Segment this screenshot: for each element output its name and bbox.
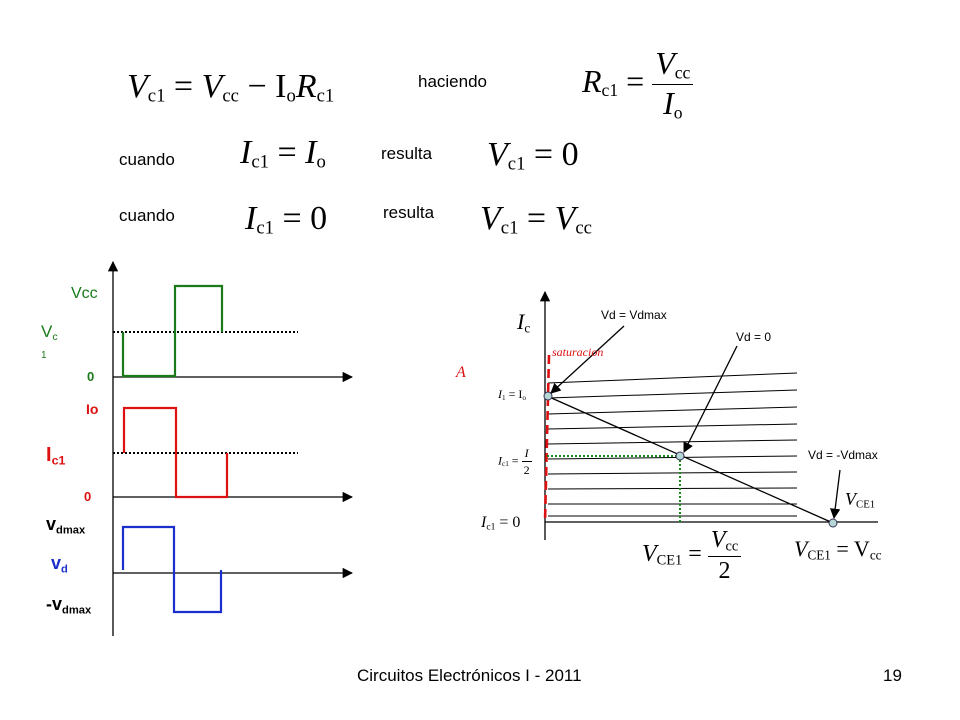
characteristic-curve-family <box>547 372 798 517</box>
equation-rc1: Rc1 = Vcc Io <box>582 47 694 122</box>
text-haciendo: haciendo <box>418 72 488 91</box>
label-a: A <box>456 364 466 381</box>
label-vce-vcc: VCE1 = Vcc <box>794 536 882 563</box>
label-ic1-zero: Ic1 = 0 <box>481 514 521 533</box>
label-ic1: Ic1 <box>46 444 66 468</box>
label-vc1-index: 1 <box>41 350 47 361</box>
callout-neg-vdmax: Vd = -Vdmax <box>808 448 878 462</box>
label-vd: vd <box>51 553 68 576</box>
axis-label-ic: Ic <box>517 309 531 336</box>
label-saturacion: saturacion <box>552 345 604 359</box>
waveform-vc1 <box>121 284 224 378</box>
text-cuando-1: cuando <box>119 150 175 169</box>
callout-arrow-zero <box>683 345 738 453</box>
label-neg-vdmax: -vdmax <box>46 594 92 617</box>
equation-ic1-zero: Ic1 = 0 <box>245 200 328 239</box>
label-zero-vc1: 0 <box>87 369 95 384</box>
label-vce-half: VCE1 = Vcc 2 <box>642 528 742 583</box>
label-vc1: Vc <box>41 322 58 344</box>
footer-page-number: 19 <box>883 666 902 685</box>
text-cuando-2: cuando <box>119 206 175 225</box>
equation-vc1: Vc1 = Vcc − IoRc1 <box>127 68 335 107</box>
callout-vdmax: Vd = Vdmax <box>601 308 667 322</box>
label-i1-io: I1 = Io <box>498 387 526 402</box>
label-vcc: Vcc <box>71 285 98 302</box>
label-io: Io <box>86 401 99 417</box>
load-line <box>546 395 834 524</box>
waveform-vd <box>121 525 223 614</box>
label-zero-ic1: 0 <box>84 489 92 504</box>
point-cutoff <box>828 518 838 528</box>
equation-vc1-vcc: Vc1 = Vcc <box>480 200 592 239</box>
label-vdmax: vdmax <box>46 514 86 537</box>
text-resulta-2: resulta <box>383 203 435 222</box>
point-q <box>675 451 685 461</box>
equation-ic1-io: Ic1 = Io <box>240 134 326 173</box>
footer-course: Circuitos Electrónicos I - 2011 <box>357 666 582 685</box>
equation-vc1-zero: Vc1 = 0 <box>487 136 579 175</box>
point-saturation <box>543 391 553 401</box>
label-ic1-half: Ic1 = I 2 <box>498 446 532 477</box>
callout-arrow-neg <box>830 469 841 520</box>
waveform-ic1 <box>122 406 229 499</box>
axis-label-vce: VCE1 <box>845 489 876 511</box>
callout-arrow-vdmax <box>550 325 625 394</box>
callout-vd-zero: Vd = 0 <box>736 330 772 344</box>
text-resulta-1: resulta <box>381 144 433 163</box>
